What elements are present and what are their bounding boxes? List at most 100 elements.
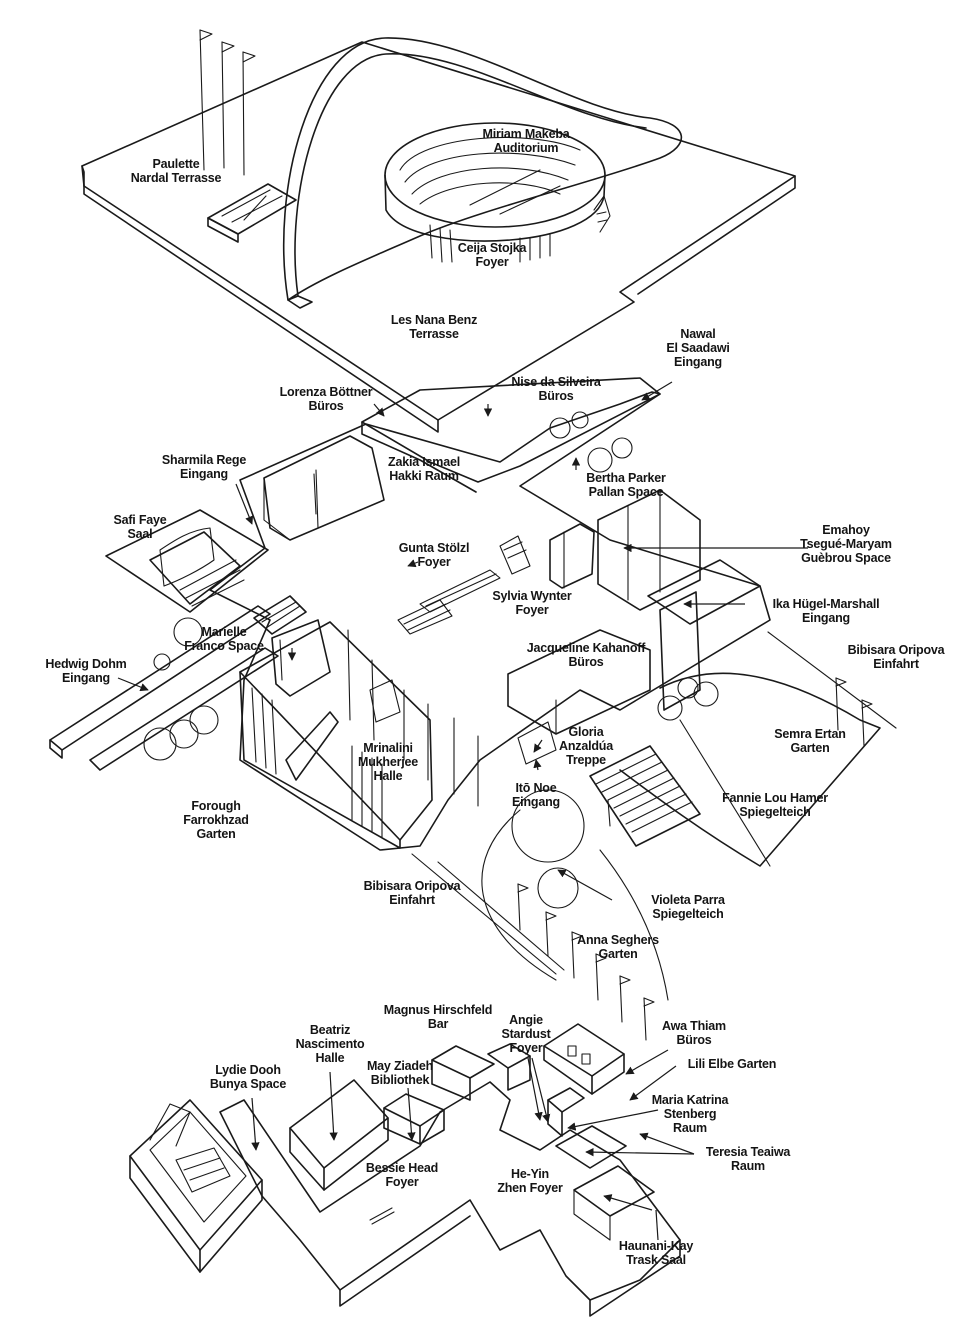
label-line: Stenberg	[664, 1107, 717, 1121]
label-line: Garten	[196, 827, 235, 841]
label-line: Büros	[676, 1033, 711, 1047]
label-line: Raum	[673, 1121, 707, 1135]
label-line: Eingang	[674, 355, 722, 369]
mirror-pond-right	[619, 631, 897, 867]
leader-lines	[117, 381, 808, 1241]
label-line: Eingang	[62, 671, 110, 685]
label-line: Eingang	[180, 467, 228, 481]
entrance-platform-left	[49, 605, 271, 751]
label-line: Saal	[128, 527, 153, 541]
label-line: Spiegelteich	[739, 805, 810, 819]
east-small-rooms	[547, 1087, 655, 1241]
service-tower	[549, 489, 701, 611]
nascimento-hall-room	[289, 1079, 389, 1191]
label-line: Bertha Parker	[586, 471, 666, 485]
label-line: Sharmila Rege	[162, 453, 246, 467]
label-line: Bibisara Oripova	[364, 879, 462, 893]
label-line: Lili Elbe Garten	[688, 1057, 777, 1071]
label-line: Lydie Dooh	[215, 1063, 281, 1077]
roof-terrace-slab	[81, 41, 796, 421]
office-block-left	[263, 435, 385, 541]
label-line: Trask Saal	[626, 1253, 686, 1267]
kahanoff-office-block	[507, 629, 651, 735]
label-line: Büros	[538, 389, 573, 403]
roof-terrace-level	[81, 29, 796, 433]
label-line: Stardust	[501, 1027, 551, 1041]
ziadeh-library-room	[383, 1093, 445, 1145]
label-line: Marielle	[202, 625, 247, 639]
label-line: Halle	[374, 769, 403, 783]
auditorium-roof-shell	[282, 37, 683, 309]
label-line: Awa Thiam	[662, 1019, 726, 1033]
label-line: Eingang	[802, 611, 850, 625]
label-line: Büros	[568, 655, 603, 669]
garden-flags	[517, 677, 873, 1041]
foyer-stairs	[397, 535, 531, 635]
label-line: Nawal	[680, 327, 715, 341]
label-line: Bunya Space	[210, 1077, 287, 1091]
label-line: Ceija Stojka	[458, 241, 528, 255]
mukherjee-hall-drawing	[239, 621, 433, 849]
anzaldua-stair	[517, 721, 701, 847]
label-line: Garten	[790, 741, 829, 755]
label-line: Büros	[308, 399, 343, 413]
label-line: Nascimento	[296, 1037, 365, 1051]
label-line: Foyer	[509, 1041, 542, 1055]
flagpoles-top	[199, 29, 256, 176]
label-line: Mukherjee	[358, 755, 418, 769]
auditorium-drum	[384, 122, 611, 263]
label-line: Farrokhzad	[183, 813, 248, 827]
label-line: Ika Hügel-Marshall	[773, 597, 880, 611]
label-line: Angie	[509, 1013, 543, 1027]
label-line: Mrinalini	[363, 741, 413, 755]
lydie-dooh-box	[129, 1099, 263, 1273]
label-line: Einfahrt	[873, 657, 920, 671]
label-line: Zakia Ismael	[388, 455, 460, 469]
label-line: Franco Space	[184, 639, 264, 653]
main-building-outline	[209, 391, 771, 851]
label-line: Foyer	[515, 603, 548, 617]
label-line: Tsegué-Maryam	[800, 537, 892, 551]
label-line: Beatriz	[310, 1023, 350, 1037]
label-line: Treppe	[566, 753, 606, 767]
label-line: Fannie Lou Hamer	[722, 791, 828, 805]
columns-main	[313, 473, 479, 807]
label-line: Emahoy	[822, 523, 870, 537]
label-line: Maria Katrina	[652, 1093, 730, 1107]
label-line: Eingang	[512, 795, 560, 809]
label-line: Zhen Foyer	[497, 1181, 563, 1195]
label-line: Bibisara Oripova	[848, 643, 946, 657]
label-line: Teresia Teaiwa	[706, 1145, 792, 1159]
label-line: Nise da Silveira	[511, 375, 601, 389]
label-line: Violeta Parra	[651, 893, 726, 907]
label-lili-elbe-garten: Lili Elbe Garten	[688, 1057, 777, 1071]
label-line: Raum	[731, 1159, 765, 1173]
marielle-franco-drawing	[253, 595, 331, 697]
label-line: Gunta Stölzl	[399, 541, 470, 555]
